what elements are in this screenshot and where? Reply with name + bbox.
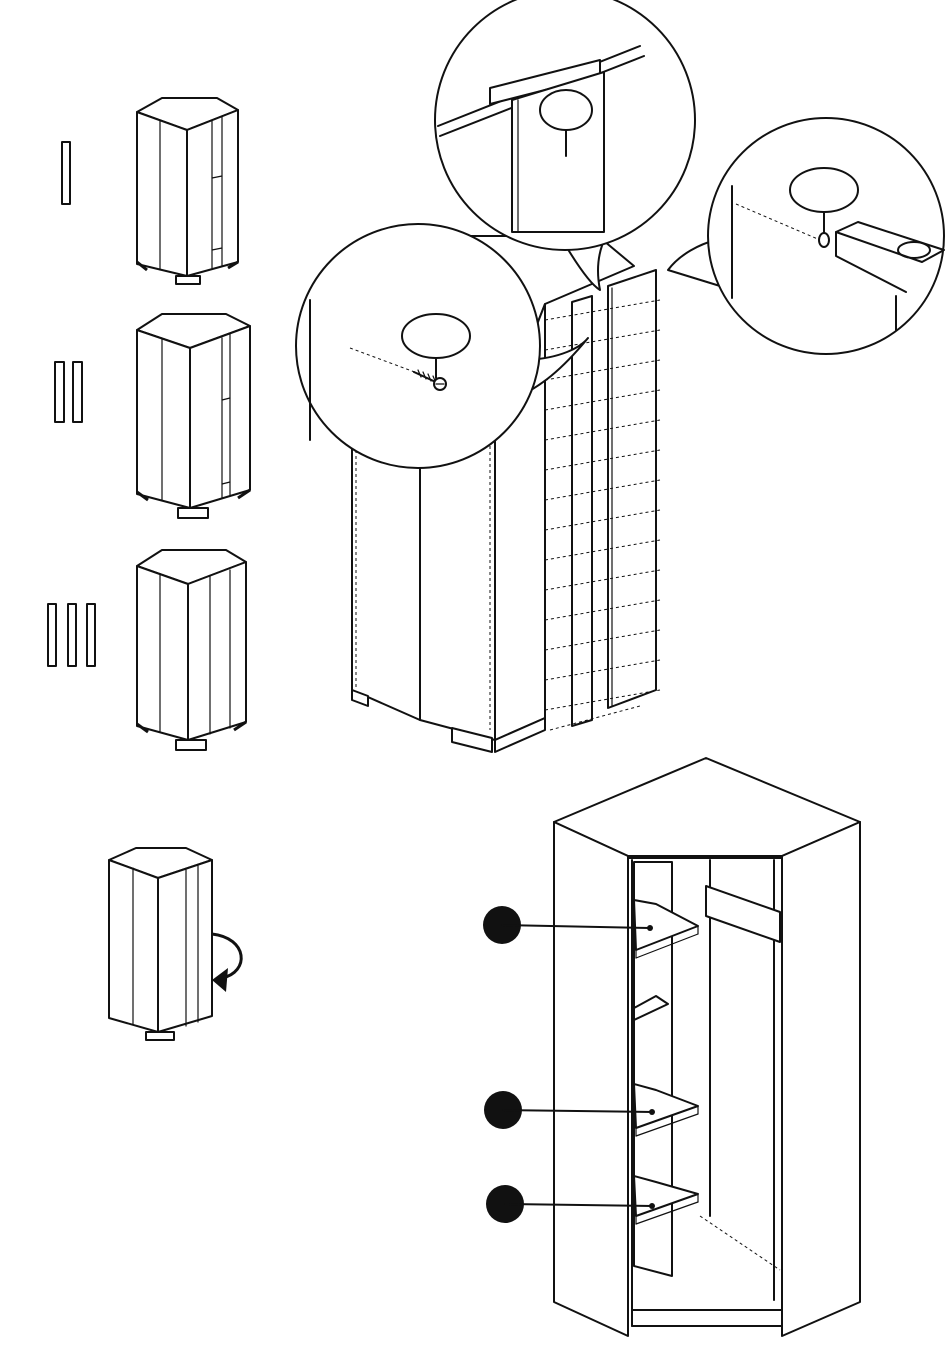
wardrobe-variant-1	[137, 98, 238, 284]
detail-callout-right	[668, 118, 944, 354]
wardrobe-variant-3	[137, 550, 246, 750]
door-bar-icon	[87, 604, 95, 666]
wardrobe-variant-2	[137, 314, 250, 518]
door-bar-icon	[68, 604, 76, 666]
variant-marker-1	[62, 142, 70, 204]
door-bar-icon	[55, 362, 64, 422]
wardrobe-rotated	[109, 848, 241, 1040]
variant-marker-2	[55, 362, 82, 422]
door-bar-icon	[48, 604, 56, 666]
door-bar-icon	[62, 142, 70, 204]
rotate-arrow-icon	[212, 934, 241, 992]
door-bar-icon	[73, 362, 82, 422]
wardrobe-interior	[554, 758, 860, 1336]
variant-marker-3	[48, 604, 95, 666]
